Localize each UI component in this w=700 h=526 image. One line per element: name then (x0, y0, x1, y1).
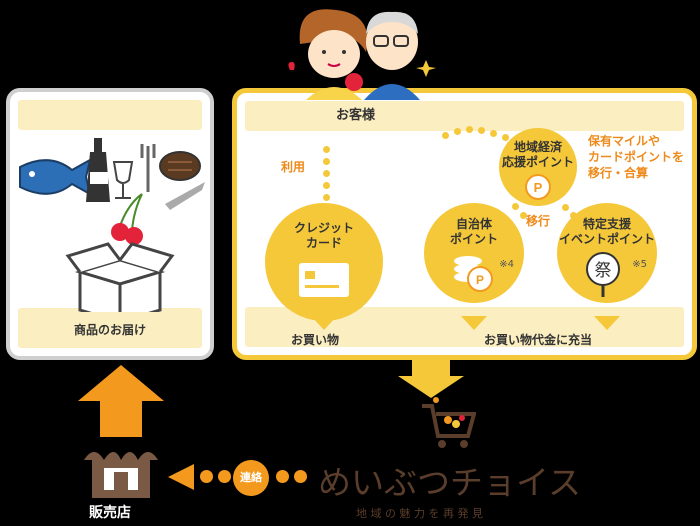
customer-label: お客様 (336, 108, 376, 123)
sparkle-icon (416, 60, 436, 77)
man-icon (364, 11, 420, 100)
credit-card-circle: クレジット カード (265, 203, 383, 321)
municipal-note: ※4 (499, 259, 514, 270)
contact-badge: 連絡 (233, 460, 269, 496)
brand-tagline: 地 域 の 魅 力 を 再 発 見 (356, 507, 483, 520)
left-arrow-icon (168, 464, 194, 490)
coin-stack-icon: P (454, 256, 493, 292)
event-point-circle: 特定支援 イベントポイント 祭 ※5 (557, 203, 657, 303)
contact-dot (218, 470, 231, 483)
transfer-dot-right (562, 204, 569, 211)
wine-glass-icon (112, 161, 134, 199)
event-point-label: 特定支援 イベントポイント (558, 217, 655, 246)
apply-label: お買い物代金に充当 (484, 333, 593, 347)
credit-arrow-icon (311, 316, 337, 330)
fork-icon (140, 144, 156, 192)
store-label: 販売店 (89, 505, 131, 521)
contact-dot (294, 470, 307, 483)
credit-card-label: クレジット カード (293, 221, 354, 250)
cherry-icon (111, 193, 143, 245)
customer-panel-header (245, 101, 684, 131)
products-panel: 商品のお届け (6, 88, 214, 360)
festival-char: 祭 (595, 261, 612, 281)
use-label: 利用 (281, 160, 306, 174)
shopping-cart-logo (422, 397, 476, 448)
steak-icon (159, 151, 201, 181)
transfer-dot-left (520, 212, 527, 219)
svg-text:P: P (476, 273, 484, 287)
municipal-arrow-icon (461, 316, 487, 330)
contact-dot (276, 470, 289, 483)
point-coin-icon: P (525, 174, 551, 200)
contact-dot (200, 470, 213, 483)
shopping-label: お買い物 (291, 333, 340, 347)
side-note: 保有マイルや カードポイントを 移行・合算 (588, 134, 685, 180)
knife-icon (165, 182, 205, 210)
bottle-icon (86, 138, 110, 202)
regional-point-label: 地域経済 応援ポイント (501, 140, 574, 169)
delivery-label: 商品のお届け (73, 323, 146, 337)
down-arrow-icon (398, 360, 464, 398)
credit-card-icon (299, 263, 349, 297)
products-panel-footer (18, 308, 202, 348)
store-icon (84, 452, 158, 498)
regional-point-circle: 地域経済 応援ポイント P (499, 128, 577, 206)
heart-icon (288, 62, 295, 70)
box-icon (65, 242, 175, 312)
customer-couple-illustration (288, 9, 436, 100)
products-illustration (19, 138, 205, 312)
transfer-label: 移行 (526, 214, 551, 228)
event-arrow-icon (594, 316, 620, 330)
municipal-point-circle: 自治体 ポイント P ※4 (424, 203, 524, 303)
brand-name: めいぶつチョイス (318, 463, 582, 502)
festival-fan-icon: 祭 (586, 252, 620, 297)
svg-text:P: P (534, 180, 543, 195)
contact-label: 連絡 (240, 471, 262, 484)
fish-icon (19, 158, 92, 196)
woman-icon (299, 9, 368, 100)
event-note: ※5 (632, 259, 647, 270)
transfer-dot-left (512, 203, 519, 210)
municipal-point-label: 自治体 ポイント (449, 217, 498, 246)
up-arrow-icon (78, 365, 164, 437)
products-panel-header (18, 100, 202, 130)
